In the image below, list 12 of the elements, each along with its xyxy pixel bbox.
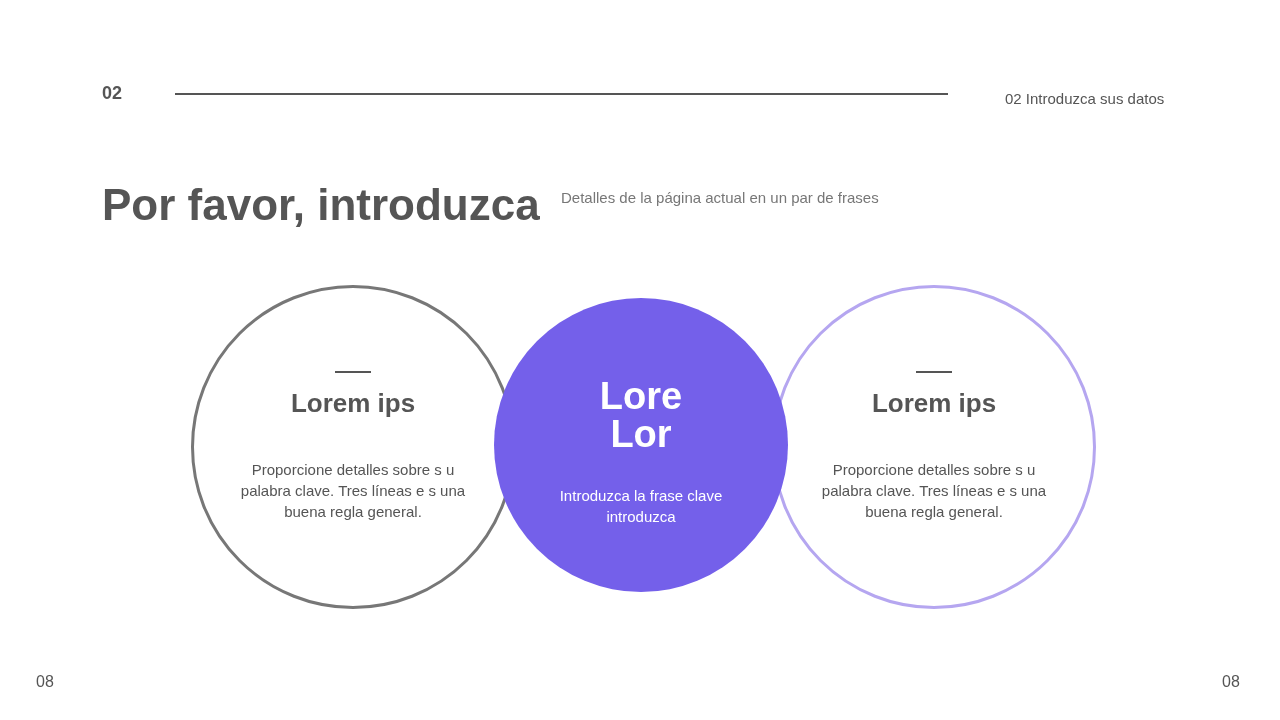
footer-number: 08	[36, 673, 54, 691]
circle-description: Introduzca la frase clave introduzca	[558, 486, 724, 527]
circle-heading: Lore Lor	[598, 377, 684, 453]
subtitle: Detalles de la página actual en un par de frases	[561, 189, 879, 206]
footer-number: 08	[1222, 673, 1240, 691]
circle-description: Proporcione detalles sobre s u palabra clave. Tres líneas e s una buena regla general.	[239, 460, 467, 522]
page-number: 02	[102, 83, 123, 104]
circle-heading: Lorem ips	[289, 387, 417, 419]
slide-title: Por favor, introduzca	[102, 180, 540, 230]
section-label: 02 Introduzca sus datos	[1005, 90, 1165, 107]
circle-description: Proporcione detalles sobre s u palabra clave. Tres líneas e s una buena regla general.	[820, 460, 1048, 522]
circle-heading: Lorem ips	[870, 387, 998, 419]
